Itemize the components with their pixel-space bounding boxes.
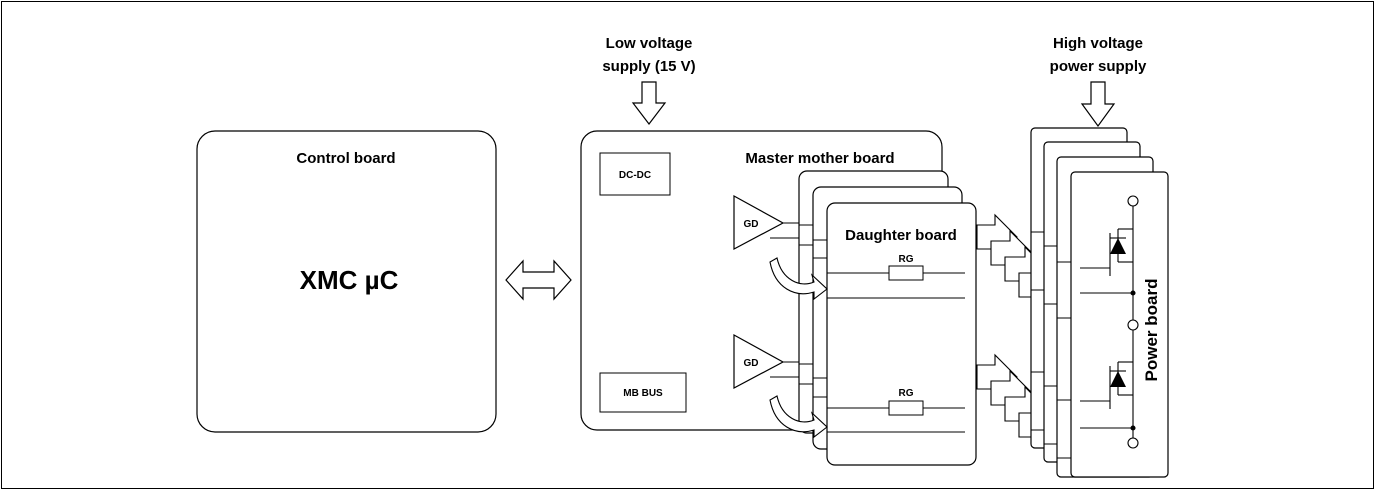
control-board: Control board XMC µC (196, 130, 497, 433)
control-board-chip-label: XMC µC (300, 265, 399, 295)
rg-resistor-bottom (888, 400, 924, 416)
diode-bottom-icon (1110, 371, 1126, 387)
high-voltage-label-1: High voltage (1053, 35, 1143, 52)
low-voltage-supply: Low voltage supply (15 V) (602, 35, 696, 125)
curved-arrow-bottom-icon (769, 395, 828, 439)
high-voltage-arrow-icon (1080, 81, 1116, 128)
gate-driver-top-icon (733, 194, 785, 250)
power-board-title: Power board (1142, 279, 1161, 382)
mbbus-label: MB BUS (623, 388, 663, 399)
master-board-title: Master mother board (745, 150, 894, 167)
rg-resistor-top (888, 265, 924, 281)
low-voltage-arrow-icon (631, 81, 667, 125)
low-voltage-label-2: supply (15 V) (602, 58, 695, 75)
daughter-edge-traces (799, 224, 827, 398)
high-voltage-label-2: power supply (1050, 58, 1147, 75)
power-board-stack: Power board (1030, 127, 1169, 478)
daughter-board-stack: Daughter board RG RG (798, 170, 977, 466)
high-voltage-supply: High voltage power supply (1050, 35, 1147, 128)
dc-plus-terminal-icon (1127, 195, 1139, 207)
gate-driver-bottom-label: GD (744, 358, 759, 369)
rg-label-bottom: RG (899, 388, 914, 399)
control-board-outline (196, 130, 497, 433)
daughter-board-title: Daughter board (845, 227, 957, 244)
daughter-board-front (826, 202, 977, 466)
phase-output-terminal-icon (1127, 319, 1139, 331)
diode-top-icon (1110, 238, 1126, 254)
dcdc-label: DC-DC (619, 170, 651, 181)
half-bridge-schematic (1080, 195, 1139, 449)
low-voltage-label-1: Low voltage (606, 35, 693, 52)
bidirectional-arrow-icon (505, 259, 572, 301)
dc-minus-terminal-icon (1127, 437, 1139, 449)
control-board-title: Control board (296, 150, 395, 167)
rg-label-top: RG (899, 254, 914, 265)
curved-arrow-top-icon (769, 257, 828, 301)
power-edge-traces (1031, 231, 1071, 459)
dcdc-block (599, 152, 671, 196)
gate-driver-top: GD (733, 194, 799, 250)
gate-driver-top-label: GD (744, 219, 759, 230)
gate-driver-bottom-icon (733, 333, 785, 389)
mbbus-block (599, 372, 687, 413)
gate-driver-bottom: GD (733, 333, 799, 389)
